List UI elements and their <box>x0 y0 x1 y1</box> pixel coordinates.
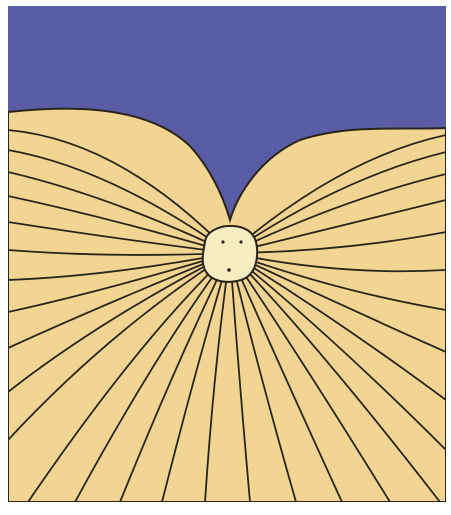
center-bulb-shape <box>203 226 257 282</box>
center-dot <box>227 268 231 272</box>
center-dot <box>221 240 224 243</box>
center-bulb <box>203 226 257 282</box>
center-dot <box>239 240 242 243</box>
